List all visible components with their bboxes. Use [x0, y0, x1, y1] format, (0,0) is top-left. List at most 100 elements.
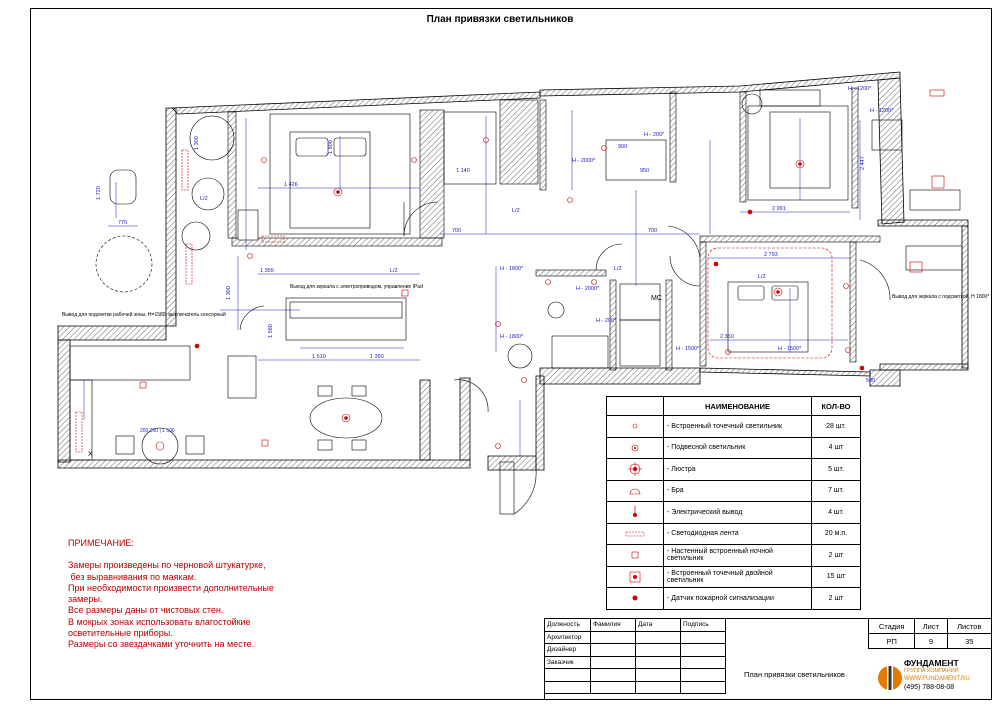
- sheet-header: Лист: [914, 618, 948, 634]
- legend-symbol-header: [606, 396, 664, 416]
- sconce-icon: [606, 479, 664, 502]
- legend-item-qty: 4 шт: [811, 436, 861, 459]
- dim-label: H - 1500*: [676, 346, 700, 352]
- dim-label: 900: [618, 144, 627, 150]
- legend-item-qty: 5 шт.: [811, 458, 861, 481]
- note-line: замеры.: [68, 594, 103, 605]
- stage-value: РП: [867, 633, 916, 649]
- dim-label: 2 447: [860, 156, 866, 170]
- dim-label: 1 350: [370, 354, 384, 360]
- legend-row: - Электрический вывод 4 шт.: [606, 501, 861, 524]
- company-logo-icon: [878, 664, 902, 692]
- dim-label: 2 991: [772, 206, 786, 212]
- legend-row: - Люстра 5 шт.: [606, 458, 861, 481]
- legend-item-name: - Настенный встроенный ночной светильник: [663, 544, 812, 567]
- legend-item-name: - Датчик пожарной сигнализации: [663, 587, 812, 610]
- legend-item-name: - Подвесной светильник: [663, 436, 812, 459]
- dim-label: 2 793: [764, 252, 778, 258]
- dim-label: H - 1200*: [848, 86, 872, 92]
- header-signature: Подпись: [680, 618, 726, 632]
- recessed-spot-icon: [606, 415, 664, 438]
- legend-item-qty: 15 шт: [811, 565, 861, 588]
- stage-header: Стадия: [867, 618, 916, 634]
- led-strip-icon: [606, 522, 664, 545]
- dim-label: 1 300: [226, 286, 232, 300]
- dim-label: 770: [118, 220, 127, 226]
- legend-item-qty: 2 шт: [811, 544, 861, 567]
- dim-label: H - 200*: [644, 132, 665, 138]
- legend-item-qty: 7 шт.: [811, 479, 861, 502]
- legend-row: - Светодиодная лента 20 м.п.: [606, 522, 861, 545]
- legend-table: НАИМЕНОВАНИЕ КОЛ-ВО - Встроенный точечны…: [606, 396, 861, 610]
- company-phone: (495) 788-08-08: [904, 684, 955, 691]
- dim-label: L/2: [758, 274, 766, 280]
- role-designer: Дизайнер: [544, 643, 591, 657]
- role-client: Заказчик: [544, 655, 591, 669]
- wall-night-light-icon: [606, 544, 664, 567]
- dim-label: 1 800: [328, 140, 334, 154]
- note-line: В мокрых зонах использовать влагостойкие: [68, 616, 251, 627]
- drawing-sheet-frame: [30, 8, 992, 700]
- header-date: Дата: [635, 618, 681, 632]
- outer-walls: [57, 71, 969, 471]
- legend-row: - Встроенный точечный светильник 28 шт.: [606, 415, 861, 438]
- dim-label: 1 720: [96, 186, 102, 200]
- note-line: При необходимости произвести дополнитель…: [68, 582, 274, 593]
- dim-label: 2 350: [720, 334, 734, 340]
- notes-block: ПРИМЕЧАНИЕ: Замеры произведены по чернов…: [68, 538, 368, 651]
- notes-heading: ПРИМЕЧАНИЕ:: [68, 538, 134, 548]
- company-subtitle: ГРУППА КОМПАНИЙ: [904, 668, 959, 674]
- role-architect: Архитектор: [544, 630, 591, 644]
- sheets-value: 35: [946, 633, 993, 649]
- drawing-title: План привязки светильников: [426, 14, 574, 25]
- legend-item-name: - Люстра: [663, 458, 812, 481]
- dimension-labels: 1 800 1 426 1 300 1 300 1 720 770 1 580 …: [96, 86, 894, 384]
- dim-label: H - 1200*: [870, 108, 894, 114]
- legend-row: - Подвесной светильник 4 шт: [606, 436, 861, 459]
- company-site: WWW.FUNDAMENT.RU: [904, 676, 970, 682]
- stage-table: Стадия Лист Листов РП 9 35: [867, 618, 993, 649]
- legend-item-name: - Встроенный точечный светильник: [663, 415, 812, 438]
- legend-item-qty: 4 шт.: [811, 501, 861, 524]
- dim-label: 700: [452, 228, 461, 234]
- outlet-note-right: Вывод для зеркала с подсветкой, H 1800*: [892, 293, 989, 300]
- legend-item-qty: 2 шт: [811, 587, 861, 610]
- legend-name-header: НАИМЕНОВАНИЕ: [663, 396, 812, 416]
- dim-label: L/2: [614, 266, 622, 272]
- title-block: Должность Фамилия Дата Подпись Архитекто…: [544, 618, 993, 700]
- note-line: Размеры со звездачками уточнить на месте…: [68, 639, 255, 650]
- sheet-value: 9: [914, 633, 948, 649]
- dim-label: 1 355: [260, 268, 274, 274]
- note-line: без выравнивания по маякам.: [68, 571, 197, 582]
- dim-label: L/2: [200, 196, 208, 202]
- legend-qty-header: КОЛ-ВО: [811, 396, 861, 416]
- dim-label: 1 426: [284, 182, 298, 188]
- sheet-name: План привязки светильников: [744, 670, 845, 679]
- dim-label: 1 580: [268, 324, 274, 338]
- smoke-detector-icon: [606, 587, 664, 610]
- legend-row: - Датчик пожарной сигнализации 2 шт: [606, 587, 861, 610]
- company-name: ФУНДАМЕНТ: [904, 658, 959, 668]
- outlet-note-mid: Выход для зеркала с электроприводом, упр…: [290, 284, 423, 290]
- mc-label: MC: [651, 295, 662, 302]
- outlet-note-left: Вывод для подсветки рабочей зоны, H=1580…: [62, 311, 226, 318]
- dim-label: 700: [648, 228, 657, 234]
- pendant-icon: [606, 436, 664, 459]
- dim-label: L/2: [390, 268, 398, 274]
- dim-label: H - 200*: [596, 318, 617, 324]
- legend-item-name: - Встроенный точечный двойной светильник: [663, 565, 812, 588]
- x-label: X: [88, 451, 93, 458]
- dim-label: H - 1800*: [500, 266, 524, 272]
- dim-label: 500: [866, 378, 875, 384]
- interior-walls: [227, 87, 881, 371]
- legend-item-qty: 20 м.п.: [811, 522, 861, 545]
- dim-label: H - 1500*: [778, 346, 802, 352]
- chandelier-icon: [606, 458, 664, 481]
- electrical-outlet-icon: [606, 501, 664, 524]
- plan-annotations: MC X Вывод для подсветки рабочей зоны, H…: [62, 284, 989, 458]
- doors: [239, 201, 891, 515]
- legend-item-name: - Светодиодная лента: [663, 522, 812, 545]
- note-line: Все размеры даны от чистовых стен.: [68, 605, 224, 616]
- double-spot-icon: [606, 565, 664, 588]
